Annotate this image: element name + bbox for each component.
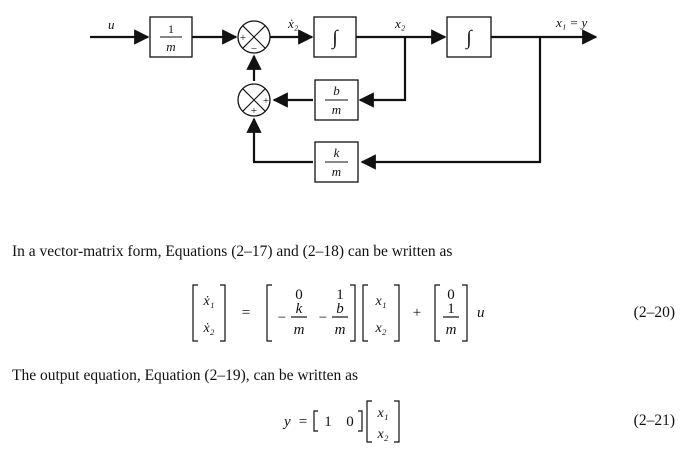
equation-2-21: y = 1 0 x₁ x₂ — [282, 400, 400, 443]
a-r1c1: 0 — [295, 287, 303, 303]
x2dot-label: ẋ₂ — [287, 16, 299, 31]
b-r1: 0 — [447, 287, 455, 303]
a-r2c1-num: k — [296, 301, 303, 317]
damping-feedback-line — [358, 37, 407, 108]
sum2-plus-sign-bottom: + — [251, 105, 257, 117]
eq21-x1: x₁ — [376, 406, 388, 421]
input-label: u — [108, 17, 115, 32]
damping-denominator: m — [332, 102, 341, 117]
damping-numerator: b — [333, 83, 340, 98]
paragraph-vector-matrix: In a vector-matrix form, Equations (2–17… — [12, 243, 453, 260]
a-r2c2-minus: − — [319, 310, 327, 326]
eq21-equals: = — [299, 414, 307, 430]
sum2-plus-sign-right: + — [263, 95, 269, 107]
b-r2-den: m — [446, 322, 457, 338]
x-vec-x1: x₁ — [374, 294, 386, 309]
damping-block — [314, 79, 359, 121]
x-vec-x2: x₂ — [374, 321, 386, 336]
eq20-plus: + — [413, 305, 421, 321]
a-r1c2: 1 — [336, 287, 344, 303]
a-r2c2-num: b — [336, 301, 344, 317]
a-r2c1-minus: − — [278, 310, 286, 326]
b-r2-num: 1 — [447, 301, 455, 317]
equation-number-2-20: (2–20) — [633, 304, 675, 321]
c-2: 0 — [346, 414, 354, 430]
spring-numerator: k — [334, 145, 340, 160]
gain-numerator: 1 — [168, 22, 174, 36]
integrator-block-1 — [313, 16, 357, 58]
spring-feedback-line — [360, 37, 542, 170]
output-label: x₁ = y — [555, 15, 588, 30]
integrator-symbol-1: ∫ — [330, 27, 339, 50]
eq20-u: u — [477, 305, 485, 321]
spring-to-sum-line — [246, 117, 313, 164]
eq21-y: y — [282, 414, 291, 430]
integrator-block-2 — [446, 16, 492, 58]
equation-2-20: ẋ₁ ẋ₂ = 0 1 − k m − b m x₁ x₂ + 0 1 m u — [192, 284, 485, 342]
sum1-plus-sign: + — [240, 32, 246, 44]
eq21-x2: x₂ — [376, 427, 388, 442]
a-r2c1-den: m — [294, 322, 305, 338]
paragraph-output-equation: The output equation, Equation (2–19), ca… — [12, 367, 359, 384]
integrator-symbol-2: ∫ — [464, 27, 473, 50]
gain-denominator: m — [166, 39, 175, 54]
block-diagram: u 1 m + − ẋ₂ ∫ ∫ x₂ x₁ = y b m + + k m — [90, 15, 598, 183]
sum1-minus-sign: − — [251, 43, 257, 55]
eq20-equals: = — [242, 305, 250, 321]
equation-number-2-21: (2–21) — [633, 412, 675, 429]
lhs-x2dot: ẋ₂ — [202, 321, 214, 336]
c-1: 1 — [324, 414, 332, 430]
lhs-x1dot: ẋ₁ — [202, 294, 214, 309]
spring-denominator: m — [332, 164, 341, 179]
x2-label: x₂ — [394, 16, 406, 31]
a-r2c2-den: m — [335, 322, 346, 338]
